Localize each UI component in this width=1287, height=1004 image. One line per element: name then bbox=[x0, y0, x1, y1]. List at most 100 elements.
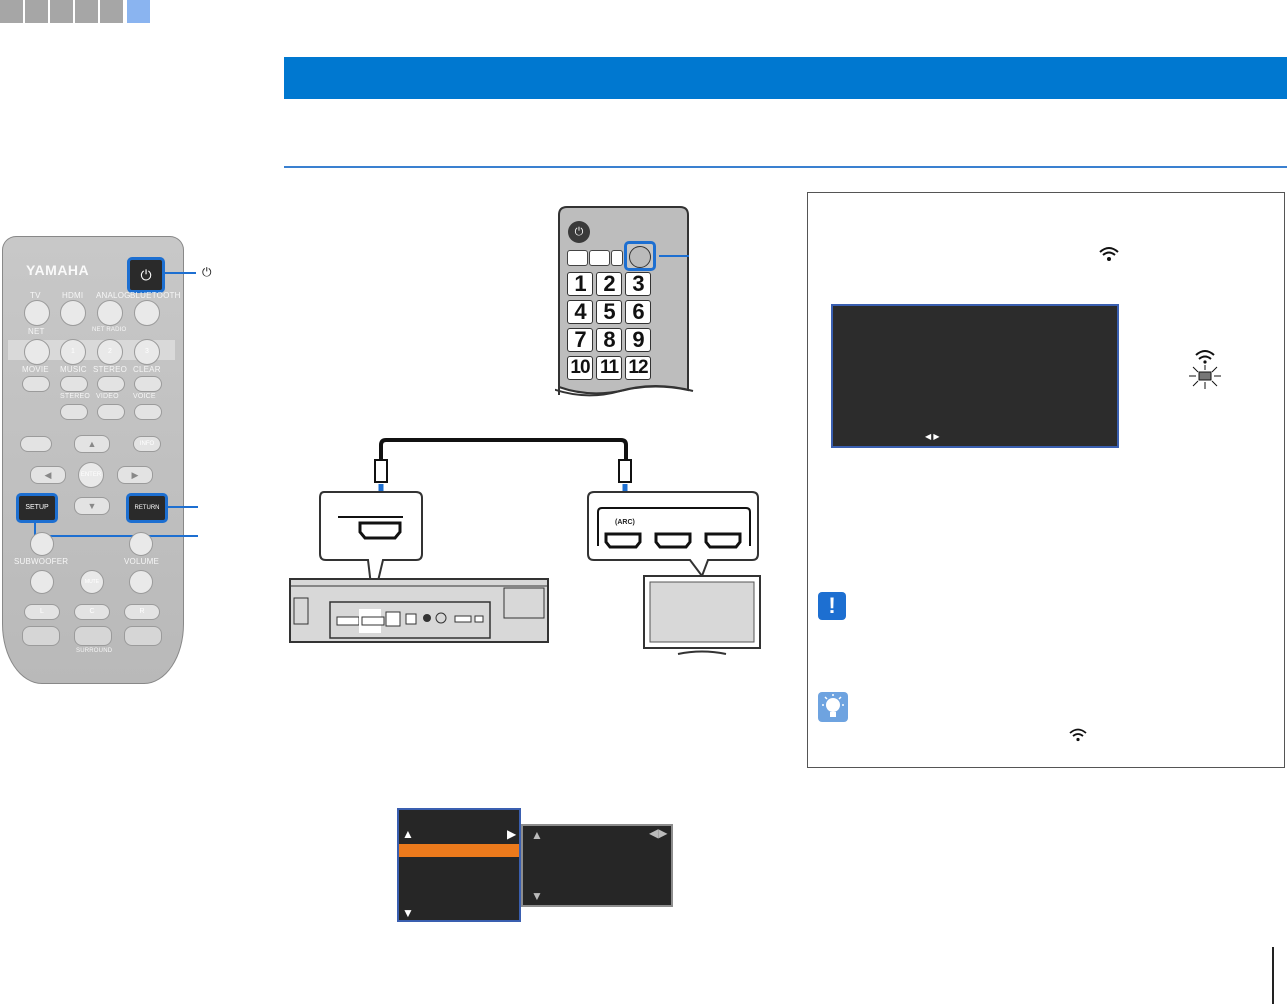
surround-label: SURROUND bbox=[76, 648, 113, 654]
mode2-label-video: VIDEO bbox=[96, 393, 119, 400]
tv-number-key-11[interactable]: 11 bbox=[596, 356, 622, 380]
tv-number-key-12[interactable]: 12 bbox=[625, 356, 651, 380]
up-button[interactable]: ▲ bbox=[74, 435, 110, 453]
tv-port-callout bbox=[587, 491, 759, 579]
left-button[interactable]: ◀ bbox=[30, 466, 66, 484]
source-button-bluetooth[interactable] bbox=[134, 300, 160, 326]
tv-remote-power-button[interactable]: ⏻ bbox=[568, 221, 590, 243]
tv-remote-input-button-highlight[interactable] bbox=[624, 241, 656, 271]
left-small-button[interactable] bbox=[20, 436, 52, 452]
subwoofer-label: SUBWOOFER bbox=[14, 557, 69, 566]
section-header-bar bbox=[284, 57, 1287, 99]
surround-button-2[interactable] bbox=[74, 626, 112, 646]
chapter-tab-3[interactable] bbox=[50, 0, 73, 23]
soundbar-rear-panel bbox=[289, 578, 549, 643]
tv-remote-small-button-2[interactable] bbox=[589, 250, 610, 266]
volume-label: VOLUME bbox=[124, 557, 159, 566]
volume-plus-button[interactable] bbox=[129, 532, 153, 556]
tv-number-key-9[interactable]: 9 bbox=[625, 328, 651, 352]
remote-brand: YAMAHA bbox=[26, 262, 90, 278]
chapter-tab-2[interactable] bbox=[25, 0, 48, 23]
mode2-button-2[interactable] bbox=[97, 404, 125, 420]
wifi-small-icon bbox=[1069, 728, 1087, 742]
tv-number-key-10[interactable]: 10 bbox=[567, 356, 593, 380]
subwoofer-plus-button[interactable] bbox=[30, 532, 54, 556]
r-button[interactable]: R bbox=[124, 604, 160, 620]
tv-number-key-2[interactable]: 2 bbox=[596, 272, 622, 296]
mode-button-music[interactable] bbox=[60, 376, 88, 392]
mode2-label-voice: VOICE bbox=[133, 393, 156, 400]
subwoofer-minus-button[interactable] bbox=[30, 570, 54, 594]
up-arrow-icon: ▲ bbox=[87, 439, 97, 449]
info-button[interactable]: INFO bbox=[133, 436, 161, 452]
mode2-button-3[interactable] bbox=[134, 404, 162, 420]
chapter-tab-6-active[interactable] bbox=[127, 0, 150, 23]
lightbulb-icon bbox=[818, 692, 848, 722]
right-arrow-icon: ▶ bbox=[131, 470, 139, 480]
mode-label-movie: MOVIE bbox=[22, 365, 49, 374]
surround-button-3[interactable] bbox=[124, 626, 162, 646]
setup-callout-line-h bbox=[34, 535, 198, 537]
mode-button-stereo[interactable] bbox=[97, 376, 125, 392]
tv-number-key-3[interactable]: 3 bbox=[625, 272, 651, 296]
submenu-left-right-arrows-icon: ◀▶ bbox=[649, 826, 668, 840]
down-arrow-icon: ▼ bbox=[87, 501, 97, 511]
source-button-hdmi[interactable] bbox=[60, 300, 86, 326]
c-button[interactable]: C bbox=[74, 604, 110, 620]
chapter-tab-4[interactable] bbox=[75, 0, 98, 23]
remote-power-button[interactable]: ⏻ bbox=[127, 257, 165, 293]
info-label: INFO bbox=[139, 441, 155, 447]
net-radio-button-3[interactable]: 3 bbox=[134, 339, 160, 365]
section-divider bbox=[284, 166, 1287, 168]
source-button-tv[interactable] bbox=[24, 300, 50, 326]
submenu-down-arrow-icon: ▼ bbox=[531, 889, 543, 903]
tv-remote-input-button bbox=[629, 246, 651, 268]
enter-button[interactable]: ENTER bbox=[78, 462, 104, 488]
mute-button[interactable]: MUTE bbox=[80, 570, 104, 594]
mode-button-movie[interactable] bbox=[22, 376, 50, 392]
tv-number-key-6[interactable]: 6 bbox=[625, 300, 651, 324]
enter-label: ENTER bbox=[80, 472, 102, 478]
tv-screen-message: ◀ ▶ bbox=[831, 304, 1119, 448]
menu-highlighted-item[interactable] bbox=[399, 844, 519, 857]
volume-minus-button[interactable] bbox=[129, 570, 153, 594]
mode2-label-stereo: STEREO bbox=[60, 393, 90, 400]
net-radio-button-2[interactable]: 2 bbox=[97, 339, 123, 365]
mode-label-stereo: STEREO bbox=[93, 365, 128, 374]
down-button[interactable]: ▼ bbox=[74, 497, 110, 515]
source-label-analog: ANALOG bbox=[96, 291, 131, 300]
blinking-wifi-indicator-icon bbox=[1189, 350, 1221, 389]
tv-input-callout-line bbox=[659, 255, 689, 257]
net-button[interactable] bbox=[24, 339, 50, 365]
power-icon: ⏻ bbox=[574, 226, 584, 238]
tv-number-key-8[interactable]: 8 bbox=[596, 328, 622, 352]
tv-number-key-7[interactable]: 7 bbox=[567, 328, 593, 352]
power-callout-symbol: ⏻ bbox=[202, 265, 212, 279]
menu-right-arrow-icon: ▶ bbox=[507, 827, 517, 841]
l-button[interactable]: L bbox=[24, 604, 60, 620]
net-radio-number-3: 3 bbox=[145, 348, 149, 355]
tv-remote-small-button-1[interactable] bbox=[567, 250, 588, 266]
surround-button-1[interactable] bbox=[22, 626, 60, 646]
exclamation-icon: ! bbox=[818, 592, 846, 620]
right-button[interactable]: ▶ bbox=[117, 466, 153, 484]
chapter-tab-5[interactable] bbox=[100, 0, 123, 23]
source-label-tv: TV bbox=[30, 291, 41, 300]
setup-button[interactable]: SETUP bbox=[16, 493, 58, 523]
tv-number-key-1[interactable]: 1 bbox=[567, 272, 593, 296]
tv-number-key-5[interactable]: 5 bbox=[596, 300, 622, 324]
arc-port-label: (ARC) bbox=[615, 519, 635, 526]
net-row-band bbox=[8, 340, 175, 360]
mode-button-clear[interactable] bbox=[134, 376, 162, 392]
tv-number-key-4[interactable]: 4 bbox=[567, 300, 593, 324]
net-radio-button-1[interactable]: 1 bbox=[60, 339, 86, 365]
tv-remote-small-button-3[interactable] bbox=[611, 250, 623, 266]
chapter-tab-1[interactable] bbox=[0, 0, 23, 23]
source-label-hdmi: HDMI bbox=[62, 291, 84, 300]
source-button-analog[interactable] bbox=[97, 300, 123, 326]
net-radio-label: NET RADIO bbox=[92, 327, 127, 333]
setup-menu-screen: ▲ ▶ ▼ bbox=[397, 808, 521, 922]
mode2-button-1[interactable] bbox=[60, 404, 88, 420]
net-radio-number-2: 2 bbox=[108, 348, 112, 355]
return-button[interactable]: RETURN bbox=[126, 493, 168, 523]
